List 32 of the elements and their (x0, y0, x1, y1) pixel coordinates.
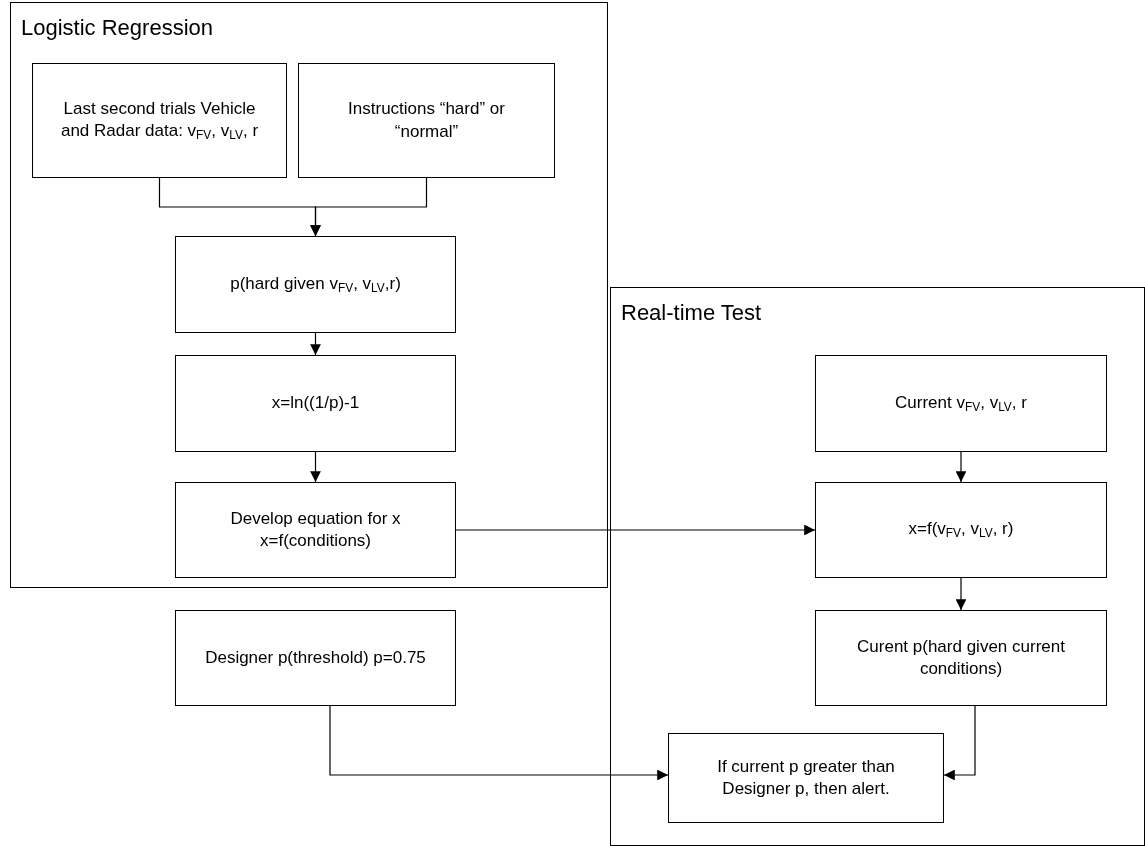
box-label: Develop equation for x x=f(conditions) (229, 507, 402, 552)
process-box (175, 482, 456, 578)
arrow (310, 177, 428, 237)
process-box (175, 355, 456, 452)
arrow (955, 451, 967, 483)
box-label: Designer p(threshold) p=0.75 (204, 646, 427, 669)
box-label: Current v$_{FV}$, v$_{LV}$, r (894, 391, 1028, 416)
group-frame (10, 2, 608, 588)
process-box (32, 63, 287, 178)
group-title: Logistic Regression (21, 15, 213, 41)
group-frame (610, 287, 1145, 846)
process-box (298, 63, 555, 178)
arrow (310, 332, 321, 356)
arrow (329, 705, 669, 781)
arrow (943, 705, 976, 781)
box-label: If current p greater than Designer p, then alert. (716, 755, 896, 800)
process-box (815, 482, 1107, 578)
box-label: x=f(v$_{FV}$, v$_{LV}$, r) (907, 518, 1015, 543)
arrow (955, 577, 967, 611)
box-label: Curent p(hard given current conditions) (856, 635, 1066, 680)
box-label: x=ln((1/p)-1 (270, 392, 361, 415)
box-label: Instructions “hard” or “normal” (347, 98, 506, 143)
process-box (815, 610, 1107, 706)
arrow (310, 451, 321, 483)
box-label: Last second trials Vehicle and Radar data: v$_{FV}$, v$_{LV}$, r (59, 97, 260, 144)
arrow (455, 524, 816, 536)
process-box (175, 610, 456, 706)
process-box (815, 355, 1107, 452)
box-label: p(hard given v$_{FV}$, v$_{LV}$,r) (229, 272, 402, 297)
group-title: Real-time Test (621, 300, 762, 326)
process-box (175, 236, 456, 333)
process-box (668, 733, 944, 823)
